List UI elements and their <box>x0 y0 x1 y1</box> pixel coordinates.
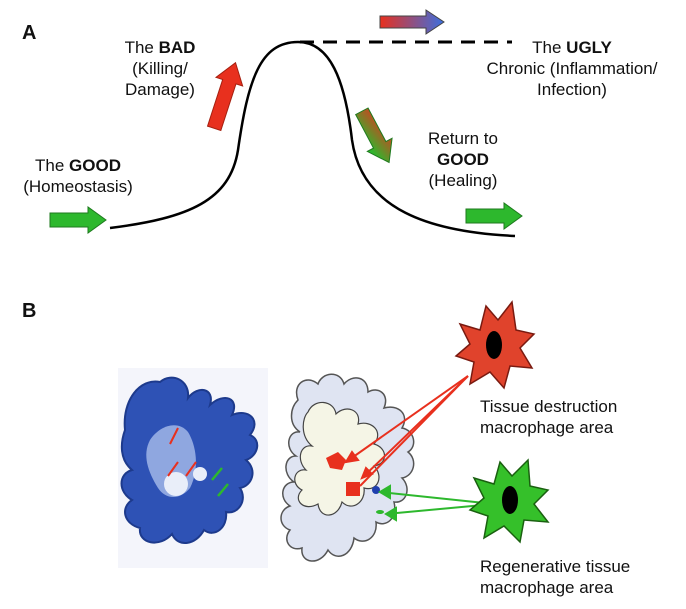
return-arrow-down-right-icon <box>354 107 393 164</box>
destruction-area-label: Tissue destruction macrophage area <box>480 397 618 437</box>
good-arrow-right-icon <box>49 206 107 234</box>
panel-a-letter: A <box>22 22 37 44</box>
bad-label: The BAD (Killing/ Damage) <box>124 38 196 99</box>
panel-b-letter: B <box>22 300 37 322</box>
ugly-arrow-right-icon <box>379 9 445 35</box>
tissue-destruction-macrophage-icon <box>454 300 536 390</box>
regenerative-macrophage-icon <box>468 458 550 544</box>
regenerative-arrows <box>378 484 495 522</box>
return-good-label: Return to GOOD (Healing) <box>428 129 498 190</box>
bad-arrow-up-right-icon <box>206 61 244 132</box>
healing-arrow-right-icon <box>465 202 523 230</box>
regenerative-area-label: Regenerative tissue macrophage area <box>480 557 631 597</box>
good-label: The GOOD (Homeostasis) <box>23 156 133 196</box>
ugly-label: The UGLY Chronic (Inflammation/ Infectio… <box>486 38 658 99</box>
stained-tissue-section-image <box>118 368 268 568</box>
response-curve <box>109 40 516 238</box>
destruction-arrows <box>344 375 469 487</box>
panel-a-diagram <box>49 9 523 238</box>
tissue-schematic <box>280 373 415 562</box>
